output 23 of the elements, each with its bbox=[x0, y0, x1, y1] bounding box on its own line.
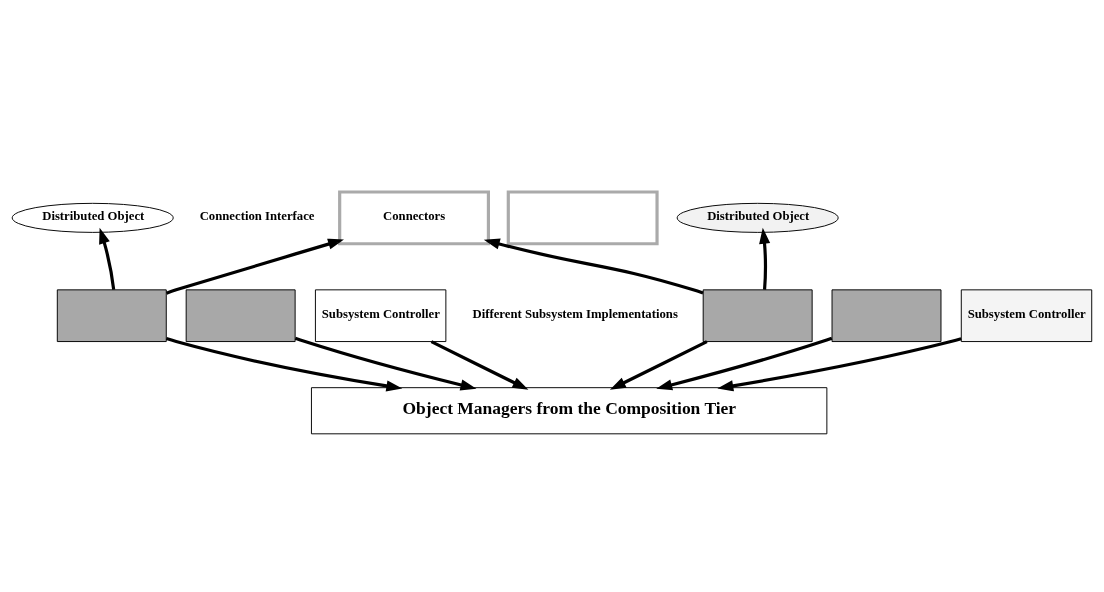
arrow bbox=[430, 339, 529, 390]
label: Connection Interface bbox=[199, 208, 315, 223]
node-box: Object Managers from the Composition Tier bbox=[310, 386, 828, 434]
node-box: Subsystem Controller bbox=[960, 288, 1093, 342]
node-box bbox=[702, 288, 813, 342]
node-ellipse: Distributed Object bbox=[676, 202, 839, 233]
arrow bbox=[717, 336, 962, 391]
node-box bbox=[831, 288, 942, 342]
node-box: Subsystem Controller bbox=[314, 288, 447, 342]
arrow bbox=[483, 238, 704, 295]
arrow bbox=[759, 227, 771, 290]
node-ellipse: Distributed Object bbox=[11, 202, 174, 233]
node-box bbox=[56, 288, 167, 342]
arrow bbox=[294, 336, 477, 390]
arrow bbox=[165, 238, 344, 295]
arrow bbox=[656, 336, 833, 390]
node-box bbox=[506, 189, 659, 245]
arrow bbox=[165, 336, 403, 391]
node-box: Connectors bbox=[338, 189, 490, 245]
label: Different Subsystem Implementations bbox=[472, 306, 678, 321]
arrow bbox=[609, 339, 708, 390]
arrow bbox=[99, 227, 116, 290]
node-box bbox=[185, 288, 296, 342]
